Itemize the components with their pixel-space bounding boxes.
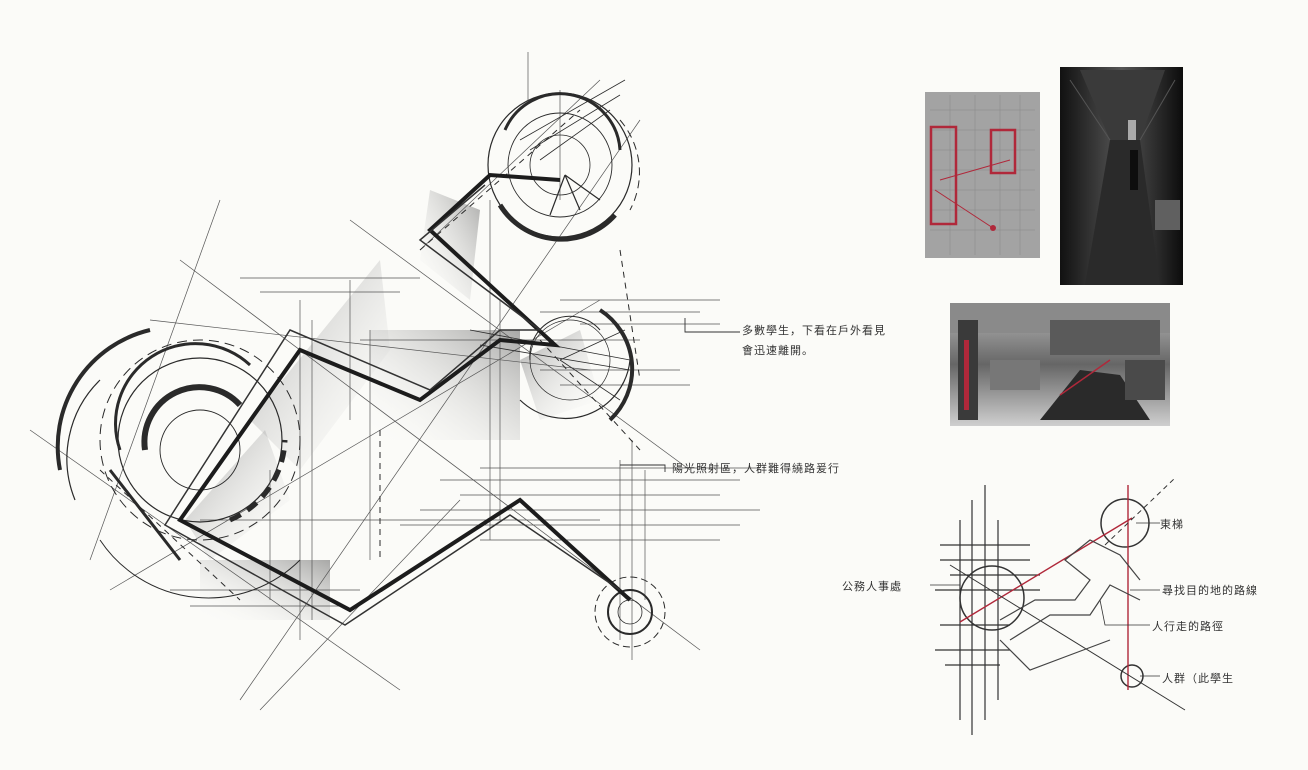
- label-office: 公務人事處: [842, 578, 902, 594]
- photo-dark-corridor: [1060, 67, 1183, 285]
- photo-floor-plan: [925, 92, 1040, 258]
- circle-cluster-bottom: [595, 577, 665, 647]
- small-diagram: [930, 478, 1185, 735]
- main-sketch: [30, 52, 760, 710]
- leader-lines: [620, 318, 740, 472]
- label-crowd: 人群（此學生: [1162, 670, 1234, 686]
- label-walking-path: 人行走的路徑: [1152, 618, 1224, 634]
- photo-atrium: [950, 303, 1170, 426]
- label-east-stair: 東梯: [1160, 516, 1184, 532]
- annotation-sunlight-area: 陽光照射區，人群難得繞路爰行: [672, 460, 840, 476]
- label-destination-route: 尋找目的地的路線: [1162, 582, 1258, 598]
- annotation-leave-quickly: 會迅速離開。: [742, 342, 814, 358]
- circle-cluster-top: [488, 80, 639, 239]
- annotation-students-outdoor: 多數學生，下看在戶外看見: [742, 322, 886, 338]
